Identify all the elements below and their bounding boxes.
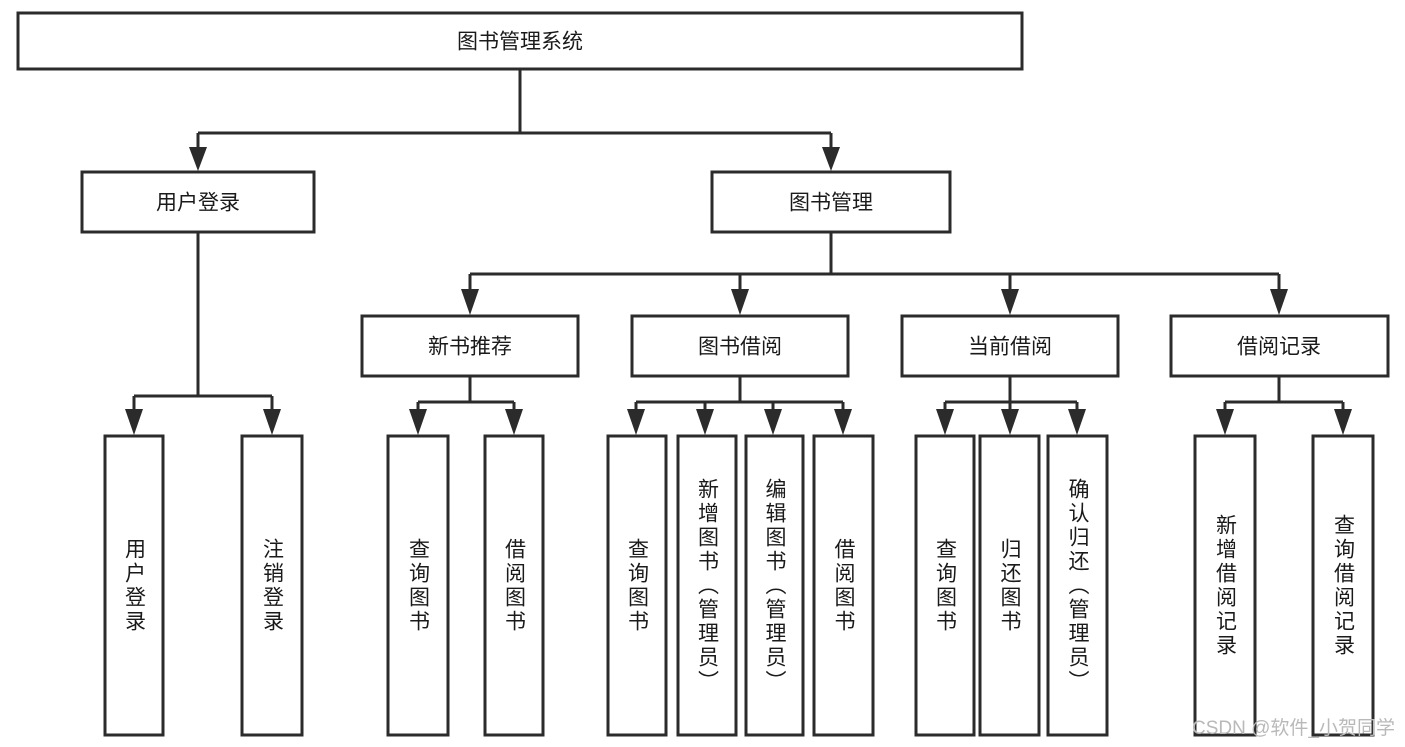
connector-group-book-borrow: [627, 376, 852, 435]
node-book-borrow-label: 图书借阅: [698, 336, 782, 359]
arrow-head-leaf-confirm-return: [1068, 409, 1086, 435]
node-leaf-confirm-return-box[interactable]: [1046, 434, 1109, 737]
node-root-box[interactable]: [16, 11, 1024, 71]
node-borrow-record[interactable]: 借阅记录: [1169, 314, 1390, 378]
node-leaf-query-book-3-box[interactable]: [914, 434, 976, 737]
node-new-book-recommend[interactable]: 新书推荐: [360, 314, 580, 378]
arrow-head-leaf-user-login: [125, 409, 143, 435]
node-leaf-edit-book-box[interactable]: [744, 434, 805, 737]
node-borrow-record-label: 借阅记录: [1237, 336, 1321, 359]
node-book-borrow[interactable]: 图书借阅: [630, 314, 850, 378]
arrow-head-leaf-borrow-book-1: [505, 409, 523, 435]
connector-group-current-borrow: [936, 376, 1086, 435]
arrow-head-leaf-query-book-2: [627, 409, 645, 435]
node-leaf-query-book-2-box[interactable]: [606, 434, 668, 737]
arrow-head-leaf-add-book: [696, 409, 714, 435]
arrow-head-leaf-add-record: [1216, 409, 1234, 435]
connector-group-book-manage: [461, 232, 1288, 315]
csdn-watermark: CSDN @软件_小贺同学: [1192, 718, 1395, 739]
node-borrow-record-box[interactable]: [1169, 314, 1390, 378]
node-leaf-query-record-box[interactable]: [1311, 434, 1375, 737]
arrow-head-leaf-edit-book: [764, 409, 782, 435]
node-leaf-user-login-box[interactable]: [103, 434, 165, 737]
node-leaf-return-book-box[interactable]: [978, 434, 1041, 737]
arrow-head-current-borrow: [1001, 289, 1019, 315]
connector-group-user-login: [125, 232, 281, 435]
arrow-head-book-borrow: [731, 289, 749, 315]
node-root-label: 图书管理系统: [457, 31, 583, 54]
node-current-borrow-label: 当前借阅: [968, 336, 1052, 359]
arrow-head-book-manage: [822, 147, 840, 171]
arrow-head-leaf-query-book-3: [936, 409, 954, 435]
arrow-head-user-login: [189, 147, 207, 171]
arrow-head-borrow-record: [1270, 289, 1288, 315]
node-new-book-recommend-label: 新书推荐: [428, 336, 512, 359]
node-book-manage[interactable]: 图书管理: [710, 170, 952, 234]
node-book-borrow-box[interactable]: [630, 314, 850, 378]
node-user-login-box[interactable]: [80, 170, 316, 234]
node-leaf-user-logout-box[interactable]: [240, 434, 304, 737]
node-leaf-borrow-book-2-box[interactable]: [812, 434, 875, 737]
connector-group-new-book-recommend: [409, 376, 523, 435]
arrow-head-leaf-query-book-1: [409, 409, 427, 435]
node-new-book-recommend-box[interactable]: [360, 314, 580, 378]
node-book-manage-box[interactable]: [710, 170, 952, 234]
node-leaf-add-record-box[interactable]: [1193, 434, 1257, 737]
node-leaf-add-book-box[interactable]: [676, 434, 738, 737]
connector-group-root: [189, 69, 840, 171]
arrow-head-leaf-query-record: [1334, 409, 1352, 435]
connector-group-borrow-record: [1216, 376, 1352, 435]
node-user-login-label: 用户登录: [156, 192, 240, 215]
node-leaf-borrow-book-1-box[interactable]: [483, 434, 545, 737]
node-current-borrow-box[interactable]: [900, 314, 1120, 378]
arrow-head-leaf-user-logout: [263, 409, 281, 435]
node-root[interactable]: 图书管理系统: [16, 11, 1024, 71]
node-current-borrow[interactable]: 当前借阅: [900, 314, 1120, 378]
leaf-boxes-group: [103, 434, 1375, 737]
node-book-manage-label: 图书管理: [789, 192, 873, 215]
node-leaf-query-book-1-box[interactable]: [386, 434, 450, 737]
arrow-head-leaf-borrow-book-2: [834, 409, 852, 435]
arrow-head-new-book-recommend: [461, 289, 479, 315]
node-user-login[interactable]: 用户登录: [80, 170, 316, 234]
arrow-head-leaf-return-book: [1001, 409, 1019, 435]
